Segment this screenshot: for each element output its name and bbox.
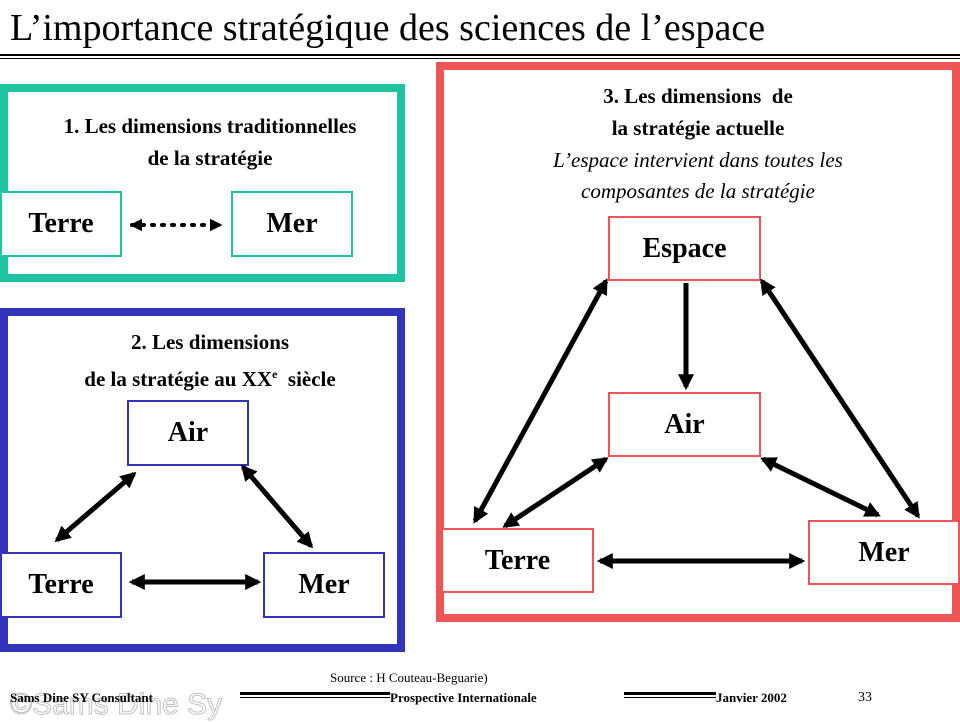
box-terre-traditional: Terre <box>0 191 122 257</box>
footer-page-number: 33 <box>858 690 872 705</box>
panel-traditional-heading-line1: 1. Les dimensions traditionnelles <box>63 114 357 138</box>
panel-current: 3. Les dimensions de la stratégie actuel… <box>436 62 960 622</box>
arrow-terre-air-current <box>502 456 609 529</box>
panel-20th-heading-line1: 2. Les dimensions <box>130 330 290 354</box>
panel-20th-century: 2. Les dimensions de la stratégie au XXe… <box>0 308 405 652</box>
panel-traditional: 1. Les dimensions traditionnelles de la … <box>0 84 405 282</box>
footer-author: Sams Dine SY Consultant <box>10 690 153 705</box>
footer-rule-right-thick <box>624 692 716 695</box>
panel-current-heading-line1: 3. Les dimensions de <box>603 84 793 108</box>
footer-rule-left-thick <box>240 692 390 695</box>
footer-rule-left-thin <box>240 697 390 698</box>
box-terre-20th: Terre <box>0 552 122 618</box>
arrow-terre-espace-current <box>472 278 609 524</box>
panel-current-subtitle-line1: L’espace intervient dans toutes les <box>553 148 843 172</box>
footer-center: Prospective Internationale <box>390 690 537 705</box>
footer-source: Source : H Couteau-Beguarie) <box>330 670 488 685</box>
slide-title: L’importance stratégique des sciences de… <box>10 7 766 49</box>
box-mer-current: Mer <box>808 520 960 585</box>
panel-traditional-heading-line2: de la stratégie <box>147 146 273 170</box>
panel-20th-heading-line2: de la stratégie au XXe siècle <box>14 360 406 394</box>
box-mer-traditional: Mer <box>231 191 353 257</box>
arrow-air-mer-20th <box>240 464 314 549</box>
panel-20th-heading-sup: e <box>272 367 278 381</box>
arrow-air-mer-current <box>760 456 881 518</box>
panel-20th-heading-tail: siècle <box>287 367 336 391</box>
arrow-espace-mer-current <box>759 278 921 519</box>
box-espace-current: Espace <box>608 216 761 281</box>
panel-current-heading-line2: la stratégie actuelle <box>611 116 785 140</box>
footer-rule-right-thin <box>624 697 716 698</box>
panel-current-subtitle-line2: composantes de la stratégie <box>581 179 815 203</box>
box-terre-current: Terre <box>441 528 594 593</box>
title-rule-thick <box>0 54 960 56</box>
footer-date: Janvier 2002 <box>716 690 787 705</box>
footer-watermark: ©Sams Dine Sy <box>9 688 223 722</box>
box-mer-20th: Mer <box>263 552 385 618</box>
arrow-terre-air-20th <box>54 471 137 543</box>
title-rule-thin <box>0 58 960 59</box>
box-air-current: Air <box>608 392 761 457</box>
panel-20th-heading-main: de la stratégie au XX <box>84 367 273 391</box>
box-air-20th: Air <box>127 400 249 466</box>
